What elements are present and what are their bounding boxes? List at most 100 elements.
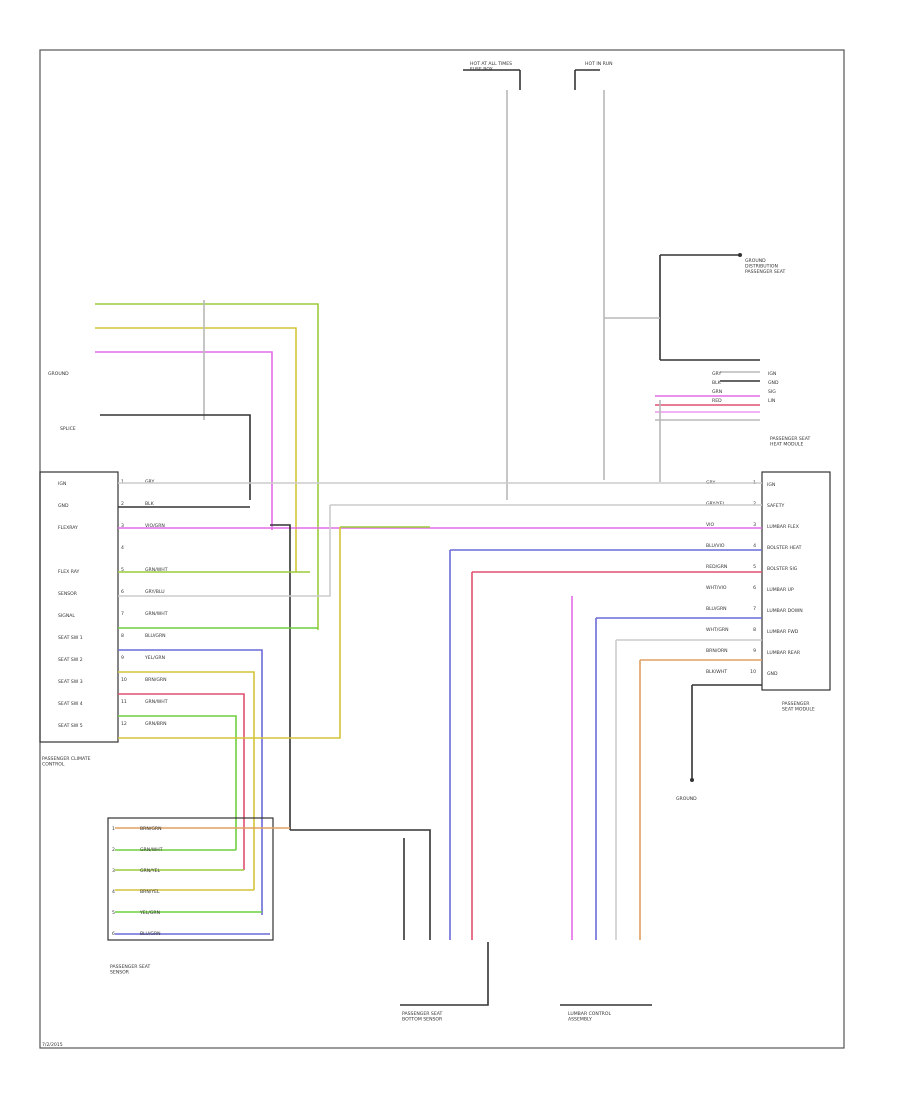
right-pin-number: 3: [753, 522, 756, 528]
right-pin-wire: GRY/YEL: [706, 501, 726, 507]
left-pin-wire: YEL/GRN: [144, 655, 165, 661]
top-fuse-b-label: HOT IN RUN: [585, 61, 613, 67]
right-pin-wire: BLK/WHT: [706, 669, 727, 675]
left-pin-number: 5: [121, 567, 124, 573]
left-pin-wire: GRN/WHT: [145, 611, 168, 617]
left-pin-number: 8: [121, 633, 124, 639]
lower-left-wires: [115, 827, 290, 935]
lower-pin-wire: GRN/WHT: [140, 847, 163, 853]
small-pin-name: SIG: [768, 389, 776, 395]
lower-pin-number: 2: [112, 847, 115, 853]
small-pin-name: LIN: [768, 398, 775, 404]
lower-pin-number: 3: [112, 868, 115, 874]
left-pin-number: 11: [121, 699, 127, 705]
small-pin-wire: RED: [712, 398, 722, 404]
left-pin-name: SEAT SW 3: [58, 679, 83, 685]
corner-note: 7/2/2015: [42, 1042, 63, 1048]
lumbar-wires: GROUND: [571, 596, 762, 940]
right-module-box: [761, 471, 831, 691]
right-pin-number: 10: [750, 669, 756, 675]
lower-pin-wire: YEL/GRN: [139, 910, 160, 916]
left-pin-number: 4: [121, 545, 124, 551]
splice-a-label: SPLICE: [60, 426, 76, 432]
small-pin-name: GND: [768, 380, 779, 386]
lower-pin-number: 6: [112, 931, 115, 937]
left-pin-wire: GRN/BRN: [145, 721, 167, 727]
small-pin-wire: BLK: [712, 380, 722, 386]
right-pin-number: 5: [753, 564, 756, 570]
lower-pin-number: 4: [112, 889, 115, 895]
left-pin-number: 10: [121, 677, 127, 683]
left-pin-name: SENSOR: [58, 591, 78, 597]
left-pin-wire: GRN/WHT: [145, 699, 168, 705]
left-pin-name: SIGNAL: [58, 613, 75, 619]
left-pin-wire: BLU/GRN: [145, 633, 166, 639]
left-pin-number: 7: [121, 611, 124, 617]
top-fuse-feed-b: HOT IN RUN: [574, 61, 613, 480]
left-pin-wire: BLK: [145, 501, 155, 507]
small-pin-wire: GRN: [712, 389, 722, 395]
left-pin-number: 3: [121, 523, 124, 529]
left-pin-wire: GRY: [145, 479, 154, 485]
left-pin-name: SEAT SW 2: [58, 657, 83, 663]
left-module-box: [39, 471, 119, 743]
left-pin-wire: VIO/GRN: [145, 523, 165, 529]
right-pin-name: IGN: [767, 482, 775, 488]
left-top-wires: GROUND SPLICE: [48, 300, 319, 630]
right-pin-number: 4: [753, 543, 756, 549]
right-pin-wire: WHT/VIO: [706, 585, 727, 591]
right-pin-name: BOLSTER SIG: [767, 566, 798, 572]
lower-pin-wire: BLU/GRN: [140, 931, 161, 937]
lower-pin-wire: BRN/YEL: [140, 889, 160, 895]
left-pin-name: GND: [58, 503, 69, 509]
right-pin-name: LUMBAR REAR: [767, 650, 801, 656]
left-pin-number: 12: [121, 721, 127, 727]
left-pin-name: FLEXRAY: [58, 525, 78, 531]
right-pin-name: LUMBAR UP: [767, 587, 794, 593]
left-pin-number: 1: [121, 479, 124, 485]
left-pin-name: SEAT SW 4: [58, 701, 83, 707]
left-pin-wire: BRN/GRN: [145, 677, 167, 683]
right-pin-name: LUMBAR FLEX: [767, 524, 799, 530]
left-pin-number: 6: [121, 589, 124, 595]
right-pin-name: LUMBAR FWD: [767, 629, 799, 635]
left-pin-name: FLEX RAY: [58, 569, 80, 575]
right-pin-wire: BLU/GRN: [706, 606, 727, 612]
right-pin-wire: WHT/GRN: [706, 627, 729, 633]
lower-pin-wire: BRN/GRN: [140, 826, 162, 832]
small-pin-name: IGN: [768, 371, 776, 377]
right-pin-name: SAFETY: [767, 503, 784, 509]
ground-b-label: GROUND: [676, 796, 697, 802]
right-pin-number: 8: [753, 627, 756, 633]
right-pin-wire: VIO: [706, 522, 714, 528]
ground-a-label: GROUND: [48, 371, 69, 377]
left-pin-name: IGN: [58, 481, 66, 487]
small-pin-wire: GRY: [712, 371, 721, 377]
diagram-frame: [39, 49, 845, 1049]
lower-pin-wire: GRN/YEL: [140, 868, 160, 874]
right-pin-name: LUMBAR DOWN: [767, 608, 803, 614]
bus-wires: [118, 482, 762, 915]
right-pin-wire: BRN/ORN: [706, 648, 728, 654]
right-pin-wire: RED/GRN: [706, 564, 727, 570]
right-pin-name: GND: [767, 671, 778, 677]
right-pin-number: 6: [753, 585, 756, 591]
right-pin-number: 7: [753, 606, 756, 612]
left-pin-wire: GRY/BLU: [145, 589, 165, 595]
left-pin-name: SEAT SW 1: [58, 635, 83, 641]
